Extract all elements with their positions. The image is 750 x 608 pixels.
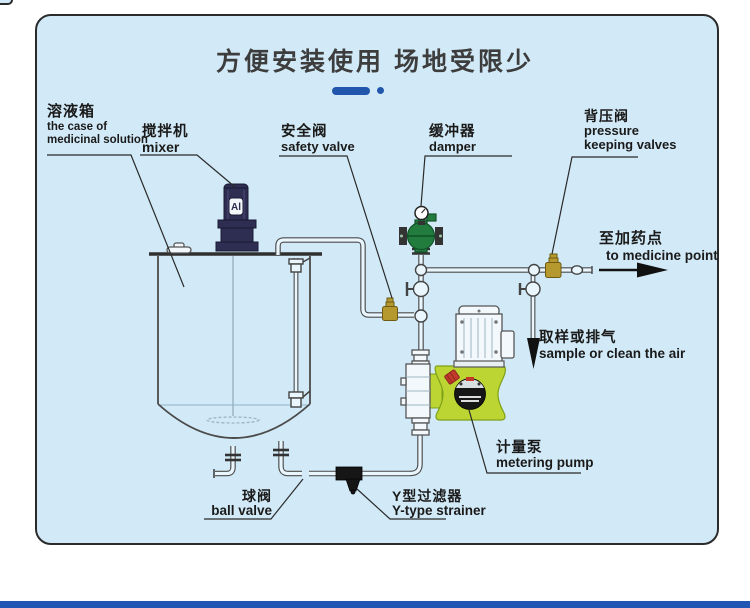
sample-down-arrow <box>527 338 540 369</box>
label-to-medicine-point-en: to medicine point <box>606 248 718 263</box>
label-solution-tank: 溶液箱 the case of medicinal solution <box>47 103 148 147</box>
label-mixer-en: mixer <box>142 139 180 155</box>
y-strainer <box>335 466 363 495</box>
label-damper: 缓冲器 damper <box>429 124 476 154</box>
label-metering-pump-cn: 计量泵 <box>496 440 543 456</box>
label-solution-tank-en1: the case of <box>47 121 108 133</box>
label-solution-tank-en2: medicinal solution <box>47 134 148 146</box>
label-ball-valve-cn: 球阀 <box>242 488 272 504</box>
label-back-pressure: 背压阀 pressure keeping valves <box>584 108 677 152</box>
label-mixer-cn: 搅拌机 <box>142 124 189 140</box>
label-damper-cn: 缓冲器 <box>429 124 476 140</box>
label-to-medicine-point: 至加药点 to medicine point <box>599 230 718 264</box>
label-metering-pump-en: metering pump <box>496 455 594 470</box>
sample-line <box>518 274 541 369</box>
motor-badge-plate <box>228 197 244 216</box>
safety-return-line <box>275 237 414 318</box>
label-to-medicine-point-cn: 至加药点 <box>599 230 664 247</box>
label-safety-valve: 安全阀 safety valve <box>281 124 355 154</box>
label-safety-valve-en: safety valve <box>281 139 355 154</box>
pipe-union <box>570 265 584 275</box>
solution-tank <box>149 242 322 478</box>
pump-head <box>400 349 431 436</box>
needle-valve <box>405 280 430 298</box>
pump-motor <box>453 305 515 368</box>
mixer-motor: Al <box>215 183 259 252</box>
label-leaders <box>47 154 638 520</box>
tee-union <box>414 263 428 277</box>
title-accent-dot <box>377 87 384 94</box>
label-damper-en: damper <box>429 139 476 154</box>
label-ball-valve-en: ball valve <box>211 503 272 518</box>
label-back-pressure-en1: pressure <box>584 123 639 138</box>
motor-badge-text: Al <box>231 202 241 213</box>
page-title: 方便安装使用 场地受限少 <box>216 48 534 76</box>
label-y-strainer-cn: Y型过滤器 <box>392 488 463 504</box>
label-metering-pump: 计量泵 metering pump <box>496 440 594 470</box>
label-sample: 取样或排气 sample or clean the air <box>539 329 685 361</box>
return-tee-union <box>414 309 428 323</box>
metering-pump <box>400 305 515 436</box>
sample-ball-valve <box>525 281 541 297</box>
label-safety-valve-cn: 安全阀 <box>281 124 328 140</box>
title-accent-bar <box>332 87 370 95</box>
label-y-strainer: Y型过滤器 Y-type strainer <box>392 488 486 518</box>
red-knob <box>444 369 460 385</box>
flow-arrow-to-medicine-point <box>599 262 668 278</box>
label-solution-tank-cn: 溶液箱 <box>47 103 96 120</box>
sample-tee-union <box>527 263 541 277</box>
tank-drain-outlet <box>213 446 241 478</box>
label-sample-en: sample or clean the air <box>539 346 686 361</box>
back-pressure-valve <box>545 253 562 278</box>
stroke-dial <box>454 377 486 410</box>
label-y-strainer-en: Y-type strainer <box>392 503 486 518</box>
lid-handle <box>166 246 192 254</box>
pulsation-damper <box>399 205 443 253</box>
label-mixer: 搅拌机 mixer <box>142 124 189 154</box>
previous-panel-fragment <box>0 0 13 5</box>
label-back-pressure-en2: keeping valves <box>584 137 677 152</box>
label-back-pressure-cn: 背压阀 <box>584 108 629 124</box>
agitator-blade <box>206 416 260 424</box>
label-ball-valve: 球阀 ball valve <box>202 488 272 518</box>
label-sample-cn: 取样或排气 <box>539 330 617 346</box>
suction-line <box>273 434 423 495</box>
internal-suction-pipe <box>288 257 311 408</box>
safety-valve <box>382 297 398 321</box>
motor-junction-box <box>500 330 515 359</box>
bottom-divider-bar <box>0 601 750 608</box>
diagram-panel <box>35 14 719 545</box>
